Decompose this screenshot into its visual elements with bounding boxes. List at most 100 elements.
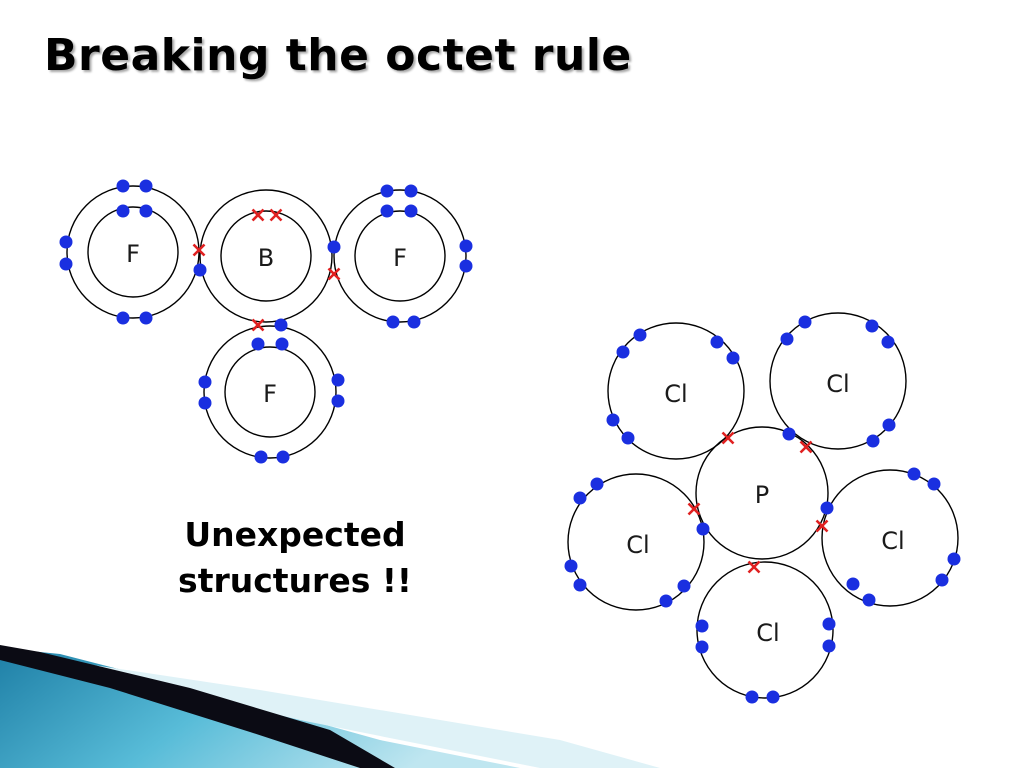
electron-dot-icon bbox=[331, 373, 345, 387]
electron-dot-icon bbox=[846, 577, 860, 591]
cl-bottom-label: Cl bbox=[756, 619, 779, 647]
electron-dot-icon bbox=[798, 315, 812, 329]
caption-line-1: Unexpected bbox=[184, 515, 406, 554]
electron-cross-icon bbox=[327, 267, 341, 281]
electron-cross-icon bbox=[269, 208, 283, 222]
electron-dot-icon bbox=[139, 179, 153, 193]
p-ring bbox=[695, 426, 829, 560]
cl-top-left-ring bbox=[607, 322, 745, 460]
pcl5-molecule: Cl Cl P Cl Cl Cl bbox=[564, 312, 961, 704]
electron-dot-icon bbox=[710, 335, 724, 349]
electron-dot-icon bbox=[193, 263, 207, 277]
cl-left-label: Cl bbox=[626, 531, 649, 559]
electron-cross-icon bbox=[192, 243, 206, 257]
electron-dot-icon bbox=[198, 396, 212, 410]
electron-cross-icon bbox=[747, 560, 761, 574]
electron-cross-icon bbox=[815, 519, 829, 533]
f-right-label: F bbox=[393, 244, 407, 272]
caption-line-2: structures !! bbox=[178, 561, 412, 600]
electron-dot-icon bbox=[882, 418, 896, 432]
electron-dot-icon bbox=[380, 184, 394, 198]
electron-dot-icon bbox=[726, 351, 740, 365]
electron-dot-icon bbox=[659, 594, 673, 608]
electron-dot-icon bbox=[606, 413, 620, 427]
electron-dot-icon bbox=[251, 337, 265, 351]
electron-dot-icon bbox=[459, 239, 473, 253]
f-right-inner-ring bbox=[354, 210, 446, 302]
electron-dot-icon bbox=[695, 619, 709, 633]
electron-dot-icon bbox=[865, 319, 879, 333]
electron-dot-icon bbox=[862, 593, 876, 607]
decor-dark-swoosh bbox=[0, 645, 395, 768]
cl-top-right-label: Cl bbox=[826, 370, 849, 398]
f-left-inner-ring bbox=[87, 206, 179, 298]
bf3-electrons bbox=[59, 179, 473, 464]
electron-dot-icon bbox=[822, 617, 836, 631]
f-bottom-outer-ring bbox=[203, 325, 337, 459]
b-inner-ring bbox=[220, 210, 312, 302]
electron-dot-icon bbox=[866, 434, 880, 448]
electron-dot-icon bbox=[275, 337, 289, 351]
electron-dot-icon bbox=[564, 559, 578, 573]
electron-dot-icon bbox=[276, 450, 290, 464]
electron-dot-icon bbox=[616, 345, 630, 359]
electron-cross-icon bbox=[251, 318, 265, 332]
electron-dot-icon bbox=[573, 578, 587, 592]
electron-dot-icon bbox=[116, 204, 130, 218]
electron-dot-icon bbox=[927, 477, 941, 491]
electron-dot-icon bbox=[404, 204, 418, 218]
electron-dot-icon bbox=[695, 640, 709, 654]
electron-dot-icon bbox=[822, 639, 836, 653]
electron-cross-icon bbox=[799, 440, 813, 454]
pcl5-electrons bbox=[564, 315, 961, 704]
electron-dot-icon bbox=[139, 311, 153, 325]
f-left-label: F bbox=[126, 240, 140, 268]
bf3-molecule: F B F F bbox=[59, 179, 473, 464]
electron-dot-icon bbox=[327, 240, 341, 254]
electron-dot-icon bbox=[633, 328, 647, 342]
electron-dot-icon bbox=[935, 573, 949, 587]
electron-dot-icon bbox=[621, 431, 635, 445]
electron-dot-icon bbox=[407, 315, 421, 329]
electron-dot-icon bbox=[274, 318, 288, 332]
electron-cross-icon bbox=[687, 502, 701, 516]
electron-dot-icon bbox=[386, 315, 400, 329]
electron-dot-icon bbox=[696, 522, 710, 536]
electron-cross-icon bbox=[251, 208, 265, 222]
cl-top-left-label: Cl bbox=[664, 380, 687, 408]
electron-dot-icon bbox=[820, 501, 834, 515]
p-label: P bbox=[755, 481, 769, 509]
electron-dot-icon bbox=[59, 235, 73, 249]
electron-dot-icon bbox=[198, 375, 212, 389]
b-label: B bbox=[258, 244, 274, 272]
electron-dot-icon bbox=[780, 332, 794, 346]
electron-dot-icon bbox=[907, 467, 921, 481]
cl-right-label: Cl bbox=[881, 527, 904, 555]
cl-top-right-ring bbox=[769, 312, 907, 450]
electron-dot-icon bbox=[59, 257, 73, 271]
electron-dot-icon bbox=[745, 690, 759, 704]
electron-dot-icon bbox=[573, 491, 587, 505]
caption: Unexpected structures !! bbox=[150, 512, 440, 604]
electron-dot-icon bbox=[116, 311, 130, 325]
f-bottom-inner-ring bbox=[224, 346, 316, 438]
electron-dot-icon bbox=[881, 335, 895, 349]
electron-dot-icon bbox=[380, 204, 394, 218]
electron-dot-icon bbox=[459, 259, 473, 273]
electron-dot-icon bbox=[116, 179, 130, 193]
electron-dot-icon bbox=[782, 427, 796, 441]
f-right-outer-ring bbox=[333, 189, 467, 323]
electron-dot-icon bbox=[590, 477, 604, 491]
decor-light-band bbox=[60, 660, 660, 768]
electron-dot-icon bbox=[139, 204, 153, 218]
cl-left-ring bbox=[567, 473, 705, 611]
electron-dot-icon bbox=[677, 579, 691, 593]
f-left-outer-ring bbox=[66, 185, 200, 319]
b-outer-ring bbox=[199, 189, 333, 323]
electron-dot-icon bbox=[947, 552, 961, 566]
electron-dot-icon bbox=[766, 690, 780, 704]
electron-dot-icon bbox=[254, 450, 268, 464]
f-bottom-label: F bbox=[263, 380, 277, 408]
